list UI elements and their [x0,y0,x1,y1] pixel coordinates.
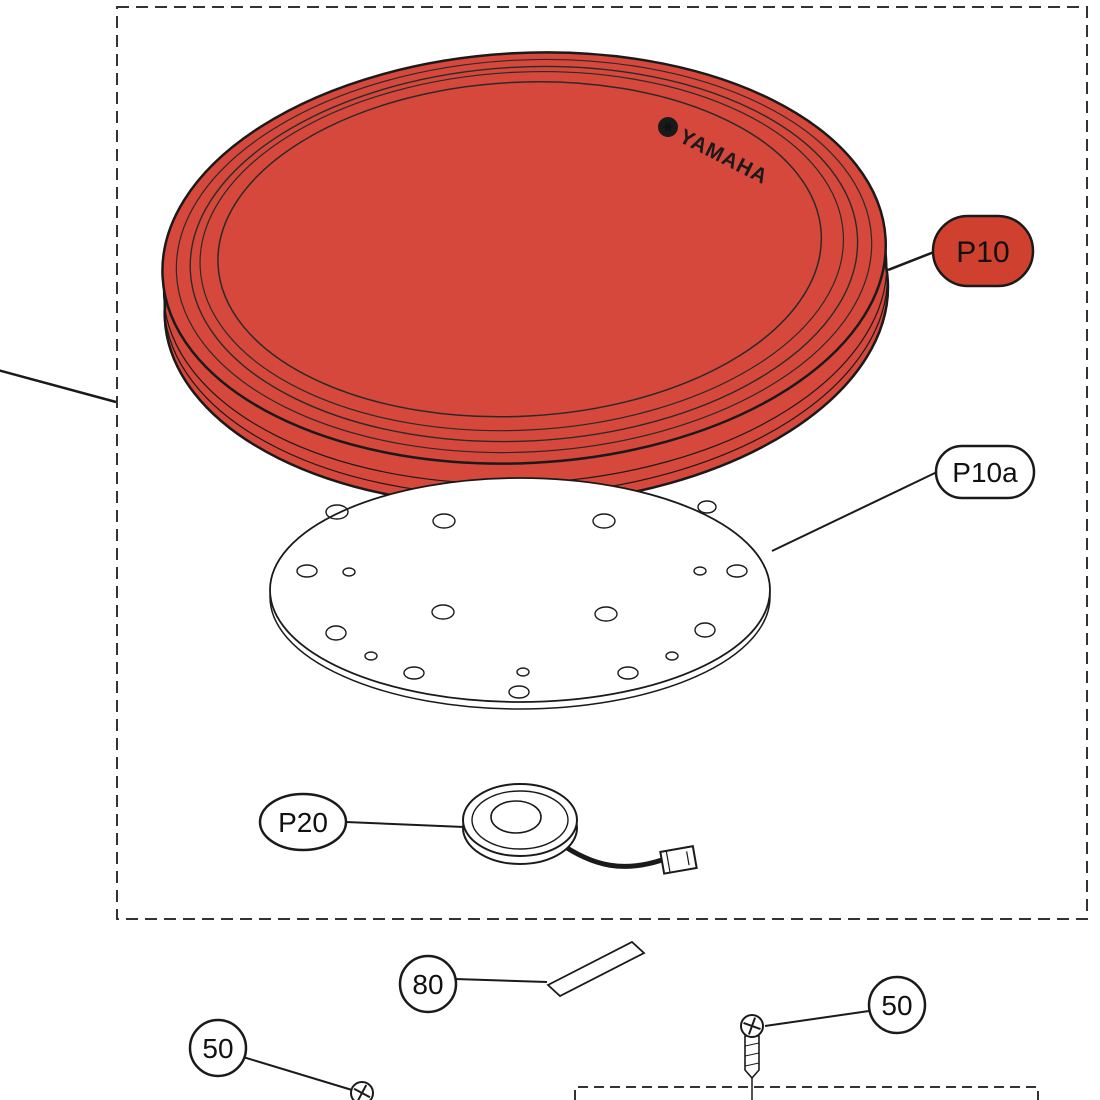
plate-hole [726,564,748,578]
plate-hole [694,622,716,638]
callout-p10a-pill [934,444,1036,500]
sensor-cable [556,839,663,869]
plate-hole [325,625,347,641]
plate-hole [516,667,530,677]
plate-hole [364,651,378,661]
callout-p10a: P10a [934,444,1036,500]
plate-hole [431,604,455,620]
callout-p20-oval [258,792,348,852]
sticker-strip [546,940,646,998]
yamaha-tuning-fork-icon [658,117,678,137]
callout-50-right-label: 50 [881,990,912,1021]
plate-hole [594,606,618,622]
plate-hole [665,651,679,661]
leader-line-p10 [887,250,935,272]
secondary-dashed-box [574,1086,1039,1100]
callout-p10-label: P10 [956,236,1009,269]
screw-right-phillips-icon [743,1017,761,1035]
callout-80: 80 [398,954,458,1014]
sensor-disc-ring [471,790,569,850]
mounting-plate [269,477,771,710]
leader-line-80 [454,978,548,983]
screw-left [350,1081,374,1100]
callout-p10: P10 [931,214,1035,288]
plate-hole [325,504,349,520]
callout-50-left: 50 [188,1018,248,1078]
screw-left-phillips-icon [353,1084,371,1100]
callout-50-right-circle [867,975,927,1035]
plate-hole [342,567,356,577]
plate-hole [617,666,639,680]
plate-hole [432,513,456,529]
sensor-connector [659,845,698,875]
leader-line-50-right [764,1010,870,1027]
sensor-piezo-element [490,800,542,834]
drum-pad-ring-mid [189,65,859,443]
leader-line-p10a [771,471,938,552]
callout-p20: P20 [258,792,348,852]
leader-line-50-left [242,1056,353,1091]
plate-hole [693,566,707,576]
drum-pad-ring-outer [175,58,873,454]
leader-line-p20 [345,821,465,828]
plate-hole [508,685,530,699]
callout-50-left-circle [188,1018,248,1078]
drum-pad-ring-inner [199,70,845,432]
plate-hole [296,564,318,578]
callout-80-circle [398,954,458,1014]
callout-p10-pill [931,214,1035,288]
plate-hole [403,666,425,680]
assembly-dashed-box [116,6,1088,920]
callout-p20-label: P20 [278,807,328,838]
callout-50-right: 50 [867,975,927,1035]
screw-right [740,1014,764,1100]
plate-hole [697,500,717,514]
leader-line-offscreen [0,369,117,404]
callout-p10a-label: P10a [952,457,1018,488]
callout-80-label: 80 [412,969,443,1000]
screw-right-shaft [744,1035,760,1080]
drum-pad-top-surface [161,51,888,465]
drum-pad [161,51,890,507]
mounting-plate-top [269,477,771,703]
drum-pad-head-edge [217,80,823,418]
piezo-sensor [462,783,698,875]
plate-hole [592,513,616,529]
callout-50-left-label: 50 [202,1033,233,1064]
